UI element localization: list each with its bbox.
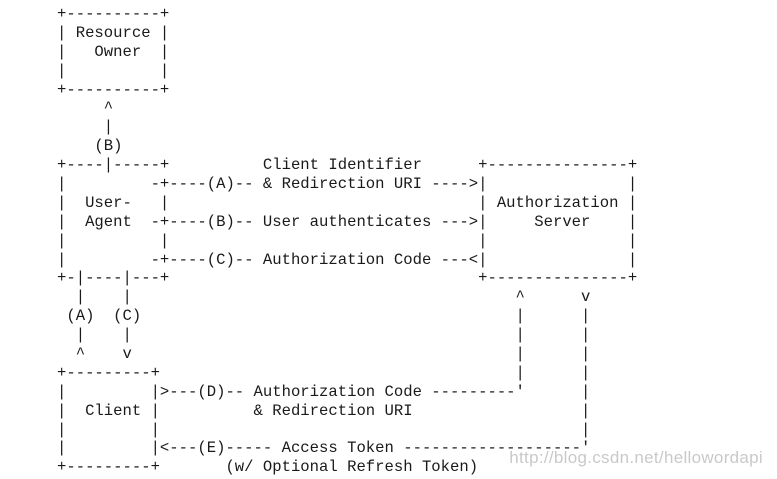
diagram-line: | User- | | Authorization |: [57, 193, 638, 212]
diagram-line: +---------+ (w/ Optional Refresh Token): [57, 458, 479, 477]
diagram-line: +---------+ | |: [57, 363, 591, 382]
diagram-line: | |<---(E)----- Access Token -----------…: [57, 439, 591, 458]
diagram-line: ^ v | |: [57, 345, 591, 364]
diagram-line: +-|----|---+ +---------------+: [57, 269, 638, 288]
diagram-line: |: [57, 118, 114, 137]
diagram-line: | Client | & Redirection URI |: [57, 401, 591, 420]
diagram-line: (A) (C) | |: [57, 307, 591, 326]
diagram-line: | Agent -+----(B)-- User authenticates -…: [57, 212, 638, 231]
diagram-line: +----------+: [57, 5, 170, 23]
diagram-line: | |: [57, 61, 170, 80]
diagram-line: | Resource |: [57, 23, 170, 42]
watermark: http://blog.csdn.net/hellowordapi: [509, 448, 763, 467]
diagram-line: | | | |: [57, 326, 591, 345]
diagram-line: | -+----(C)-- Authorization Code ---<| |: [57, 250, 638, 269]
diagram-line: +----------+: [57, 80, 170, 99]
oauth-authorization-code-flow-diagram: +----------+| Resource || Owner || |+---…: [57, 5, 637, 477]
diagram-line: | |>---(D)-- Authorization Code --------…: [57, 382, 591, 401]
diagram-line: | | ^ v: [57, 288, 591, 307]
diagram-line: (B): [57, 137, 123, 156]
diagram-line: | Owner |: [57, 42, 170, 61]
diagram-line: | | |: [57, 420, 591, 439]
diagram-line: +----|-----+ Client Identifier +--------…: [57, 156, 638, 175]
diagram-line: | -+----(A)-- & Redirection URI ---->| |: [57, 175, 638, 194]
diagram-line: ^: [57, 99, 114, 118]
diagram-line: | | | |: [57, 231, 638, 250]
